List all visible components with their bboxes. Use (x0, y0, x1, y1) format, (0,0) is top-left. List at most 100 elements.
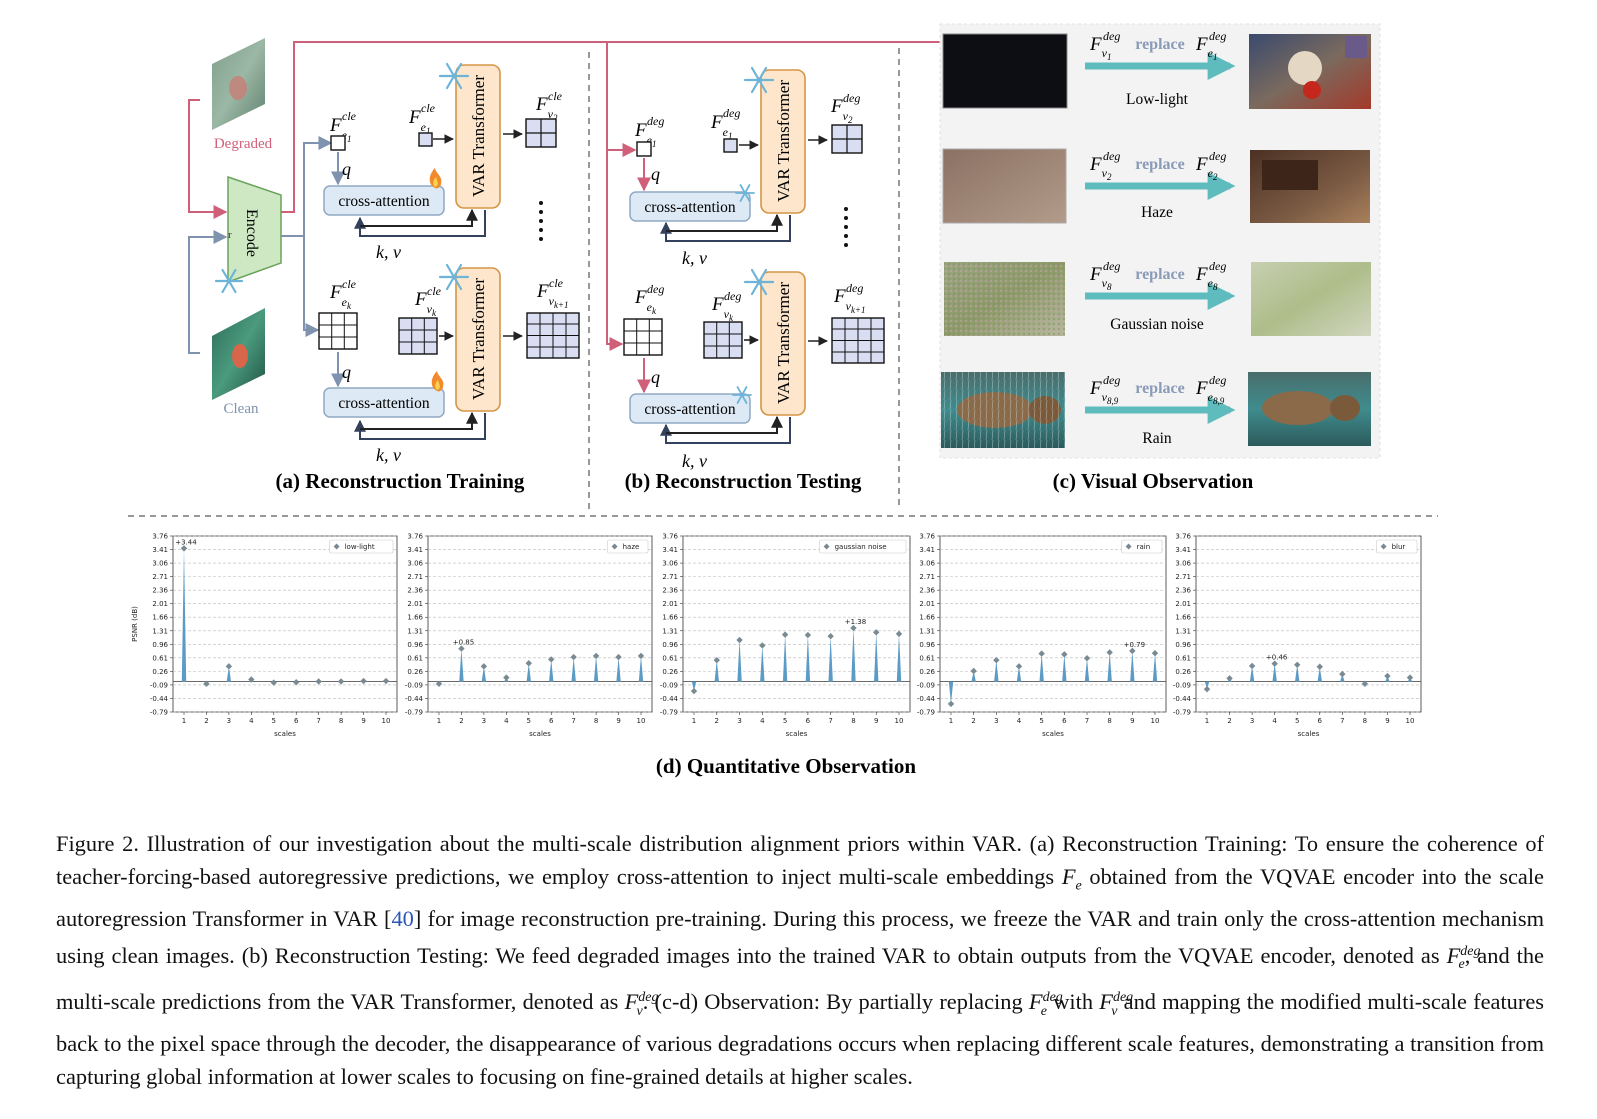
stem (828, 636, 833, 682)
x-tick-label: 6 (1062, 717, 1067, 725)
data-point (458, 645, 465, 652)
kv-label-deg-top: k, v (682, 248, 707, 268)
data-point (1361, 680, 1369, 687)
noise-degraded-image (944, 262, 1065, 336)
y-tick-label: 3.06 (1175, 560, 1191, 568)
stem (874, 632, 879, 682)
x-tick-label: 9 (874, 717, 878, 725)
y-tick-label: 0.61 (152, 654, 168, 662)
y-tick-label: 3.41 (919, 546, 935, 554)
var-transformer-bottom (455, 267, 501, 412)
snowflake-icon (214, 268, 244, 294)
fv2-deg-grid (831, 124, 863, 154)
label-fe-deg-sup: deg (1209, 373, 1226, 387)
legend-label: rain (1137, 543, 1151, 551)
label-fe-deg: Fe2 (1195, 154, 1218, 182)
peak-annotation: +0.46 (1266, 654, 1288, 662)
chart-frame (939, 535, 1167, 713)
y-tick-label: 3.76 (1175, 533, 1191, 541)
caption-part-7: and mapping the modified multi-scale fea… (56, 989, 1544, 1090)
label-fek-deg: Fek deg (634, 282, 664, 316)
caption-reference-link[interactable]: 40 (391, 906, 414, 932)
ellipsis-dots (539, 201, 543, 241)
stem (226, 666, 232, 682)
y-tick-label: -0.44 (150, 695, 169, 703)
fek-grid (318, 312, 358, 350)
y-tick-label: 1.31 (152, 627, 168, 635)
y-tick-label: 0.96 (407, 641, 423, 649)
y-tick-label: 3.06 (662, 560, 678, 568)
degraded-path-top (606, 42, 637, 157)
degraded-input-line (188, 99, 228, 219)
fvk-grid (398, 317, 438, 355)
data-point (315, 678, 322, 685)
y-tick-label: -0.44 (1173, 695, 1192, 703)
label-fe1-deg: Fe1 deg (634, 114, 664, 149)
svg-text:deg: deg (647, 282, 664, 296)
x-tick-label: 4 (504, 717, 509, 725)
stem (971, 670, 976, 682)
x-tick-label: 1 (1205, 717, 1209, 725)
data-point (480, 663, 488, 670)
label-fe1-cle-b: Fe1 cle (408, 101, 436, 136)
data-point (1151, 650, 1159, 657)
stem (1039, 653, 1044, 682)
data-point (827, 632, 834, 640)
x-tick-label: 8 (339, 717, 343, 725)
chart-frame (1195, 535, 1422, 713)
cross-attention-block (323, 185, 445, 216)
y-tick-label: 1.66 (919, 614, 935, 622)
y-tick-label: 1.66 (662, 614, 678, 622)
svg-text:cle: cle (421, 101, 436, 115)
y-tick-label: 1.31 (1175, 627, 1191, 635)
x-tick-label: 4 (249, 717, 254, 725)
y-tick-label: 2.36 (407, 587, 423, 595)
data-point (270, 679, 277, 686)
svg-text:cle: cle (342, 109, 357, 123)
chart-frame (172, 535, 398, 713)
y-tick-label: 0.26 (1175, 668, 1191, 676)
caption-fe-deg: Fdege (1446, 942, 1481, 973)
degradation-label: Rain (1142, 430, 1172, 447)
y-tick-label: 0.61 (662, 654, 678, 662)
x-tick-label: 3 (994, 717, 998, 725)
encoder-to-top-path (281, 35, 1002, 213)
x-tick-label: 1 (692, 717, 696, 725)
kv-inner-deg-top (666, 213, 783, 232)
stem (1204, 681, 1210, 690)
replace-word: replace (1135, 380, 1184, 397)
caption-part-3: ] for image reconstruction pre-training.… (56, 906, 1545, 968)
svg-text:deg: deg (723, 106, 740, 120)
stem-chart: 3.763.413.062.712.362.011.661.310.960.61… (917, 533, 1167, 738)
y-tick-label: 3.41 (152, 546, 168, 554)
data-point (203, 680, 210, 687)
caption-part-1: Figure 2. Illustration of our investigat… (56, 831, 1544, 889)
fe1-deg-token (636, 141, 652, 157)
svg-text:cle: cle (342, 277, 357, 291)
peak-annotation: +3.44 (175, 538, 197, 546)
stem (549, 659, 554, 682)
y-tick-label: 2.01 (919, 600, 935, 608)
x-tick-label: 1 (949, 717, 953, 725)
stem (851, 628, 856, 682)
label-fvk1-cle: Fvk+1 cle (536, 276, 569, 310)
y-tick-label: 2.36 (919, 587, 935, 595)
x-tick-label: 1 (182, 717, 186, 725)
lowlight-degraded-image (942, 33, 1068, 109)
panel-c-title: (c) Visual Observation (1053, 469, 1254, 493)
y-tick-label: -0.09 (1173, 681, 1191, 689)
caption-fv-deg: Fdegv (624, 989, 659, 1019)
data-point (525, 660, 532, 667)
panel-a-title: (a) Reconstruction Training (276, 469, 525, 493)
panel-d-charts: 3.763.413.062.712.362.011.661.310.960.61… (131, 533, 1422, 738)
var-transformer-deg-top-label: VAR Transformer (774, 80, 793, 202)
fire-icon (429, 168, 442, 189)
label-fek-cle: Fek cle (329, 277, 357, 311)
clean-label: Clean (224, 401, 259, 417)
var-transformer-top (455, 64, 501, 209)
fire-icon (431, 371, 444, 392)
data-point (1384, 672, 1391, 680)
y-tick-label: 0.26 (407, 668, 423, 676)
stem (1084, 658, 1090, 682)
